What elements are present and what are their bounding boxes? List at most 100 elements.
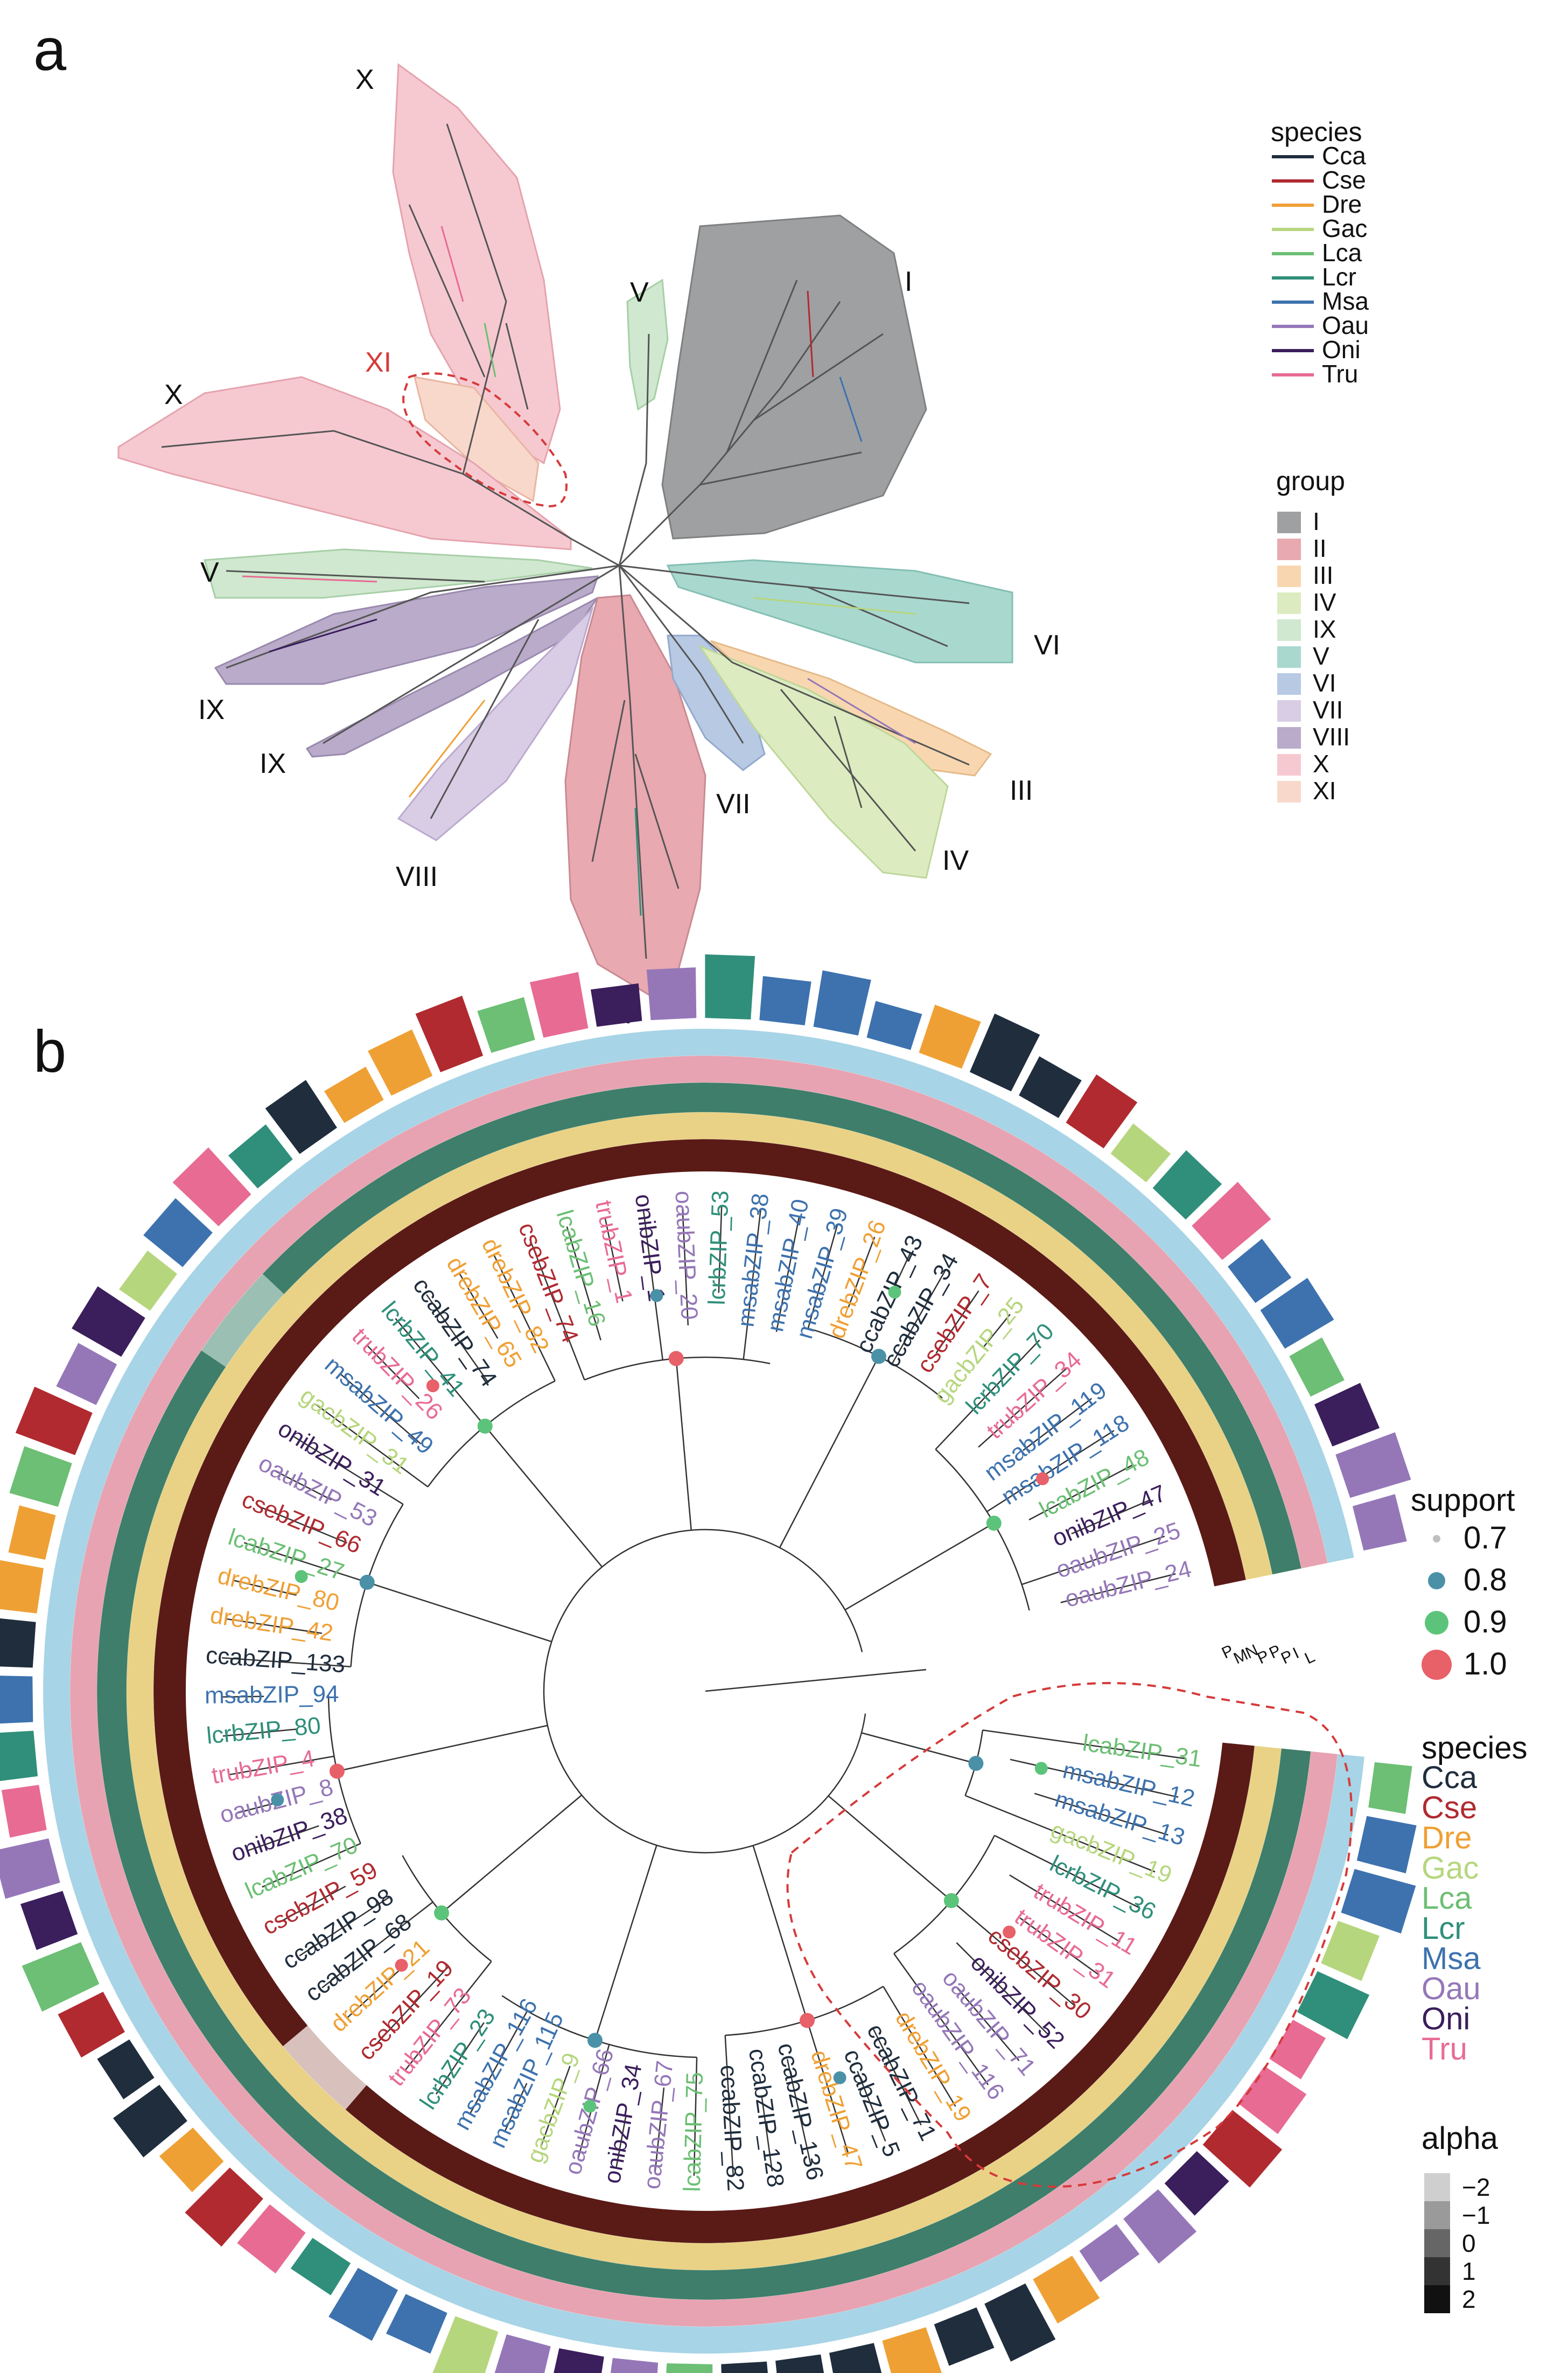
ring-cell xyxy=(657,1139,703,1174)
highlight-dashed-outline xyxy=(786,1682,1353,2188)
species-legend-item: Cse xyxy=(1422,1790,1477,1825)
clade-stem xyxy=(779,1356,880,1548)
ring-cell xyxy=(1010,2222,1070,2272)
ring-cell xyxy=(1188,1970,1238,2027)
species-bar-cse xyxy=(15,1386,93,1455)
group-legend-item: I xyxy=(1313,507,1320,535)
leaf-branch xyxy=(761,2096,773,2172)
alpha-swatch xyxy=(1424,2285,1450,2313)
species-legend-item: Oau xyxy=(1422,1971,1481,2006)
clade-label-v-top: V xyxy=(630,277,649,308)
ring-cell xyxy=(1278,1848,1320,1905)
ring-cell xyxy=(327,2109,381,2159)
leaf-branch xyxy=(857,2071,886,2142)
species-bar-cse xyxy=(1202,2110,1283,2188)
ring-cell xyxy=(359,2233,419,2283)
ring-cell xyxy=(827,1154,878,1198)
ring-cell xyxy=(1174,1453,1221,1506)
ring-cell xyxy=(991,2100,1046,2153)
leaf-branch xyxy=(228,1755,334,1776)
ring-cell xyxy=(279,1186,336,1240)
ring-cell xyxy=(233,2011,283,2064)
tree-arc xyxy=(543,1529,866,1854)
species-bar-cca xyxy=(113,2084,187,2158)
group-legend-item: VI xyxy=(1313,669,1336,697)
ring-cell xyxy=(151,1851,192,1904)
ring-cell xyxy=(96,1673,128,1723)
alpha-swatch xyxy=(1424,2173,1450,2201)
ring-cell xyxy=(1284,1904,1329,1964)
support-node xyxy=(395,1958,408,1972)
ring-cell xyxy=(1261,1520,1301,1575)
species-bar-cca xyxy=(1019,1056,1082,1118)
clade-label-viii: VIII xyxy=(396,861,438,892)
ring-cell xyxy=(127,1627,157,1676)
species-bar-lcr xyxy=(1297,1971,1370,2040)
ring-cell xyxy=(1054,2191,1114,2245)
ring-cell xyxy=(853,1046,912,1087)
ring-cell xyxy=(998,1200,1052,1249)
leaf-branch xyxy=(718,1206,723,1293)
group-swatch xyxy=(1277,619,1301,641)
ring-cell xyxy=(201,1310,254,1367)
support-legend-dot xyxy=(1433,1535,1440,1543)
clade-x-left-hull xyxy=(117,376,572,550)
ring-cell xyxy=(1079,1307,1132,1362)
ring-cell xyxy=(803,2224,854,2262)
ring-cell xyxy=(465,2255,522,2298)
ring-cell xyxy=(853,2237,909,2280)
ring-cell xyxy=(517,1130,570,1169)
leaf-branch xyxy=(236,1802,278,1814)
ring-cell xyxy=(808,2251,862,2291)
species-legend-item: Tru xyxy=(1422,2032,1467,2067)
ring-cell xyxy=(1097,2084,1153,2139)
leaf-branch xyxy=(339,1372,422,1444)
ring-cell xyxy=(110,1971,160,2030)
ring-cell xyxy=(499,1075,556,1116)
species-bar-gac xyxy=(432,2316,499,2373)
ring-cell xyxy=(1289,1512,1328,1569)
clade-label-xi: XI xyxy=(365,347,391,378)
ring-cell xyxy=(128,1320,179,1379)
ring-cell xyxy=(290,2152,347,2205)
species-bar-dre xyxy=(368,1029,433,1096)
group-legend-item: XI xyxy=(1313,777,1336,805)
ring-cell xyxy=(669,2209,715,2244)
species-bar-msa xyxy=(813,970,871,1036)
ring-cell xyxy=(701,1056,753,1085)
leaf-branch xyxy=(1009,1874,1121,1943)
leaf-branch xyxy=(892,1252,912,1292)
ring-cell xyxy=(744,1140,791,1178)
ring-cell xyxy=(785,1146,835,1186)
ring-cell xyxy=(617,2264,669,2299)
leaf-branch xyxy=(347,1966,404,2019)
ring-cell xyxy=(418,2234,476,2280)
ring-cell xyxy=(941,1105,998,1151)
ring-cell xyxy=(569,1147,619,1188)
species-bar-lca xyxy=(666,2363,713,2373)
tree-branches xyxy=(161,123,970,959)
ring-cell xyxy=(166,1893,210,1946)
clade-label-i: I xyxy=(905,266,912,297)
ring-cell xyxy=(496,2172,549,2218)
species-legend-item: Cca xyxy=(1322,142,1366,170)
ring-cell xyxy=(153,1392,202,1449)
outer-species-bars xyxy=(0,954,1417,2373)
ring-cell xyxy=(1273,1464,1315,1521)
group-swatch xyxy=(1277,727,1301,749)
ring-cell xyxy=(715,2267,765,2300)
ring-cell xyxy=(432,1160,486,1205)
leaf-branch xyxy=(775,1215,800,1332)
support-legend-dot xyxy=(1428,1572,1445,1589)
ring-cell xyxy=(486,2202,539,2243)
ring-cell xyxy=(1231,1371,1279,1429)
ring-cell xyxy=(1135,2122,1192,2179)
leaf-branch xyxy=(654,2087,665,2174)
ring-cell xyxy=(1051,1203,1108,1257)
root-branch xyxy=(705,1669,927,1692)
species-bar-lca xyxy=(9,1446,72,1507)
support-legend: support 0.70.80.91.0 xyxy=(1411,1483,1515,1681)
ring-cell xyxy=(508,1101,563,1144)
